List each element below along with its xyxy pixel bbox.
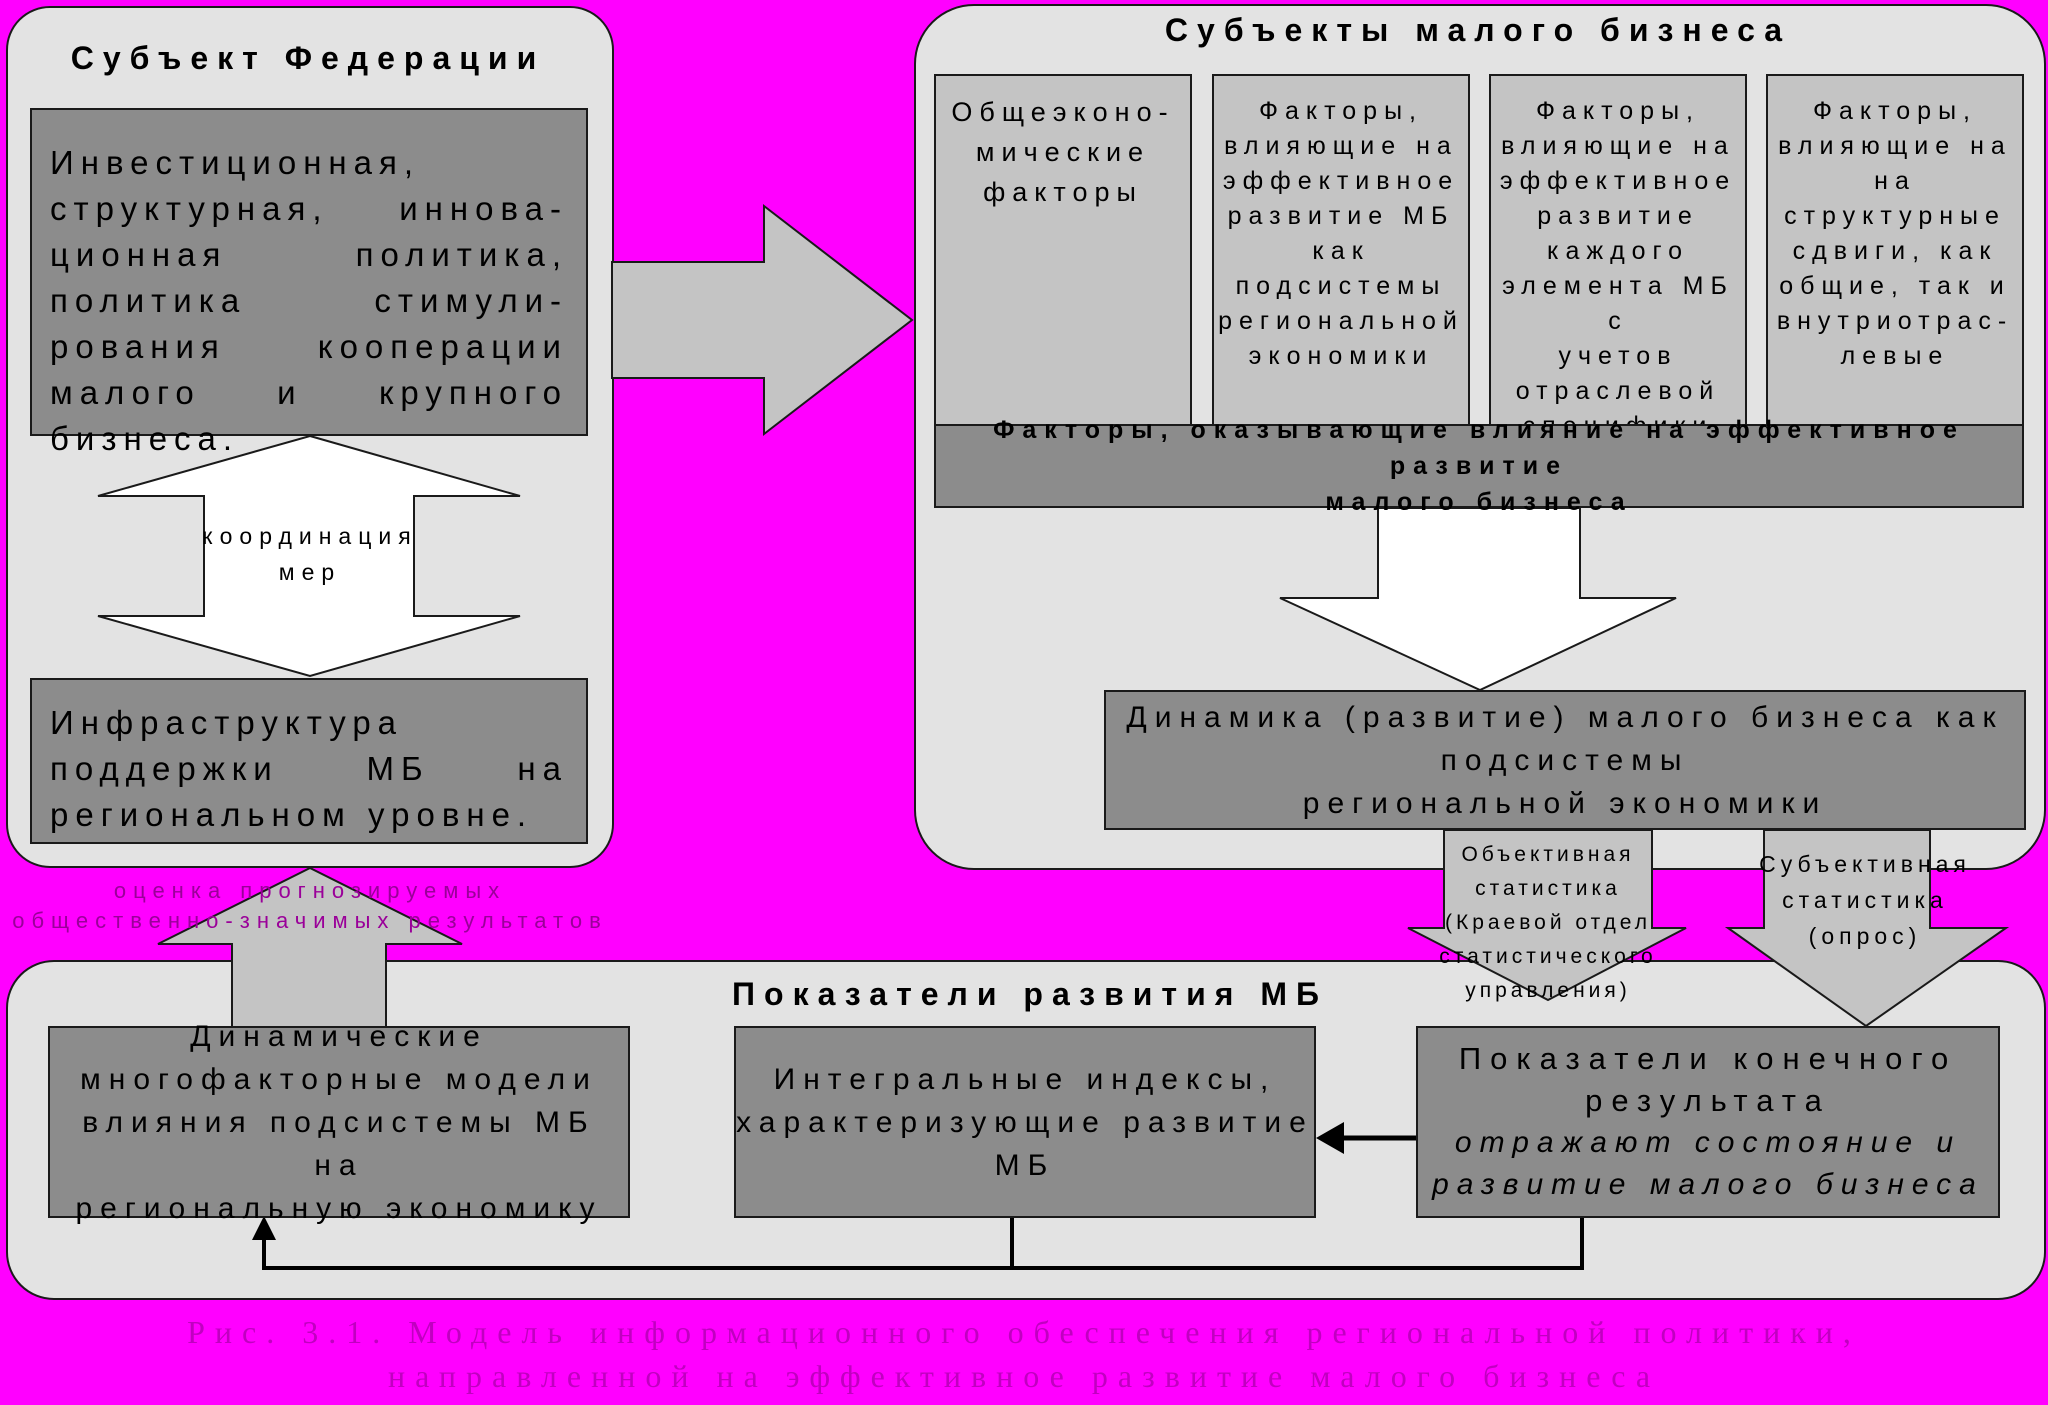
evaluation-label: оценка прогнозируемых общественно-значим… xyxy=(12,878,608,933)
coordination-label: координация мер xyxy=(202,523,418,585)
subjective-stat-label: Субъективная статистика (опрос) xyxy=(1759,851,1971,949)
figure-caption: Рис. 3.1. Модель информационного обеспеч… xyxy=(187,1314,1861,1394)
feedback-arrowhead xyxy=(252,1216,276,1240)
indicators-title: Показатели развития МБ xyxy=(732,976,1328,1012)
factor-general-economic: Общеэконо- мические факторы xyxy=(934,74,1192,426)
indexes-box: Интегральные индексы, характеризующие ра… xyxy=(734,1026,1316,1218)
policy-box: Инвестиционная, структурная, иннова-цион… xyxy=(30,108,588,457)
infrastructure-box: Инфраструктура поддержки МБ на региональ… xyxy=(30,678,588,844)
factors-down-arrow xyxy=(1279,507,1677,692)
models-box: Динамические многофакторные модели влиян… xyxy=(48,1020,630,1225)
factor-structural-shifts: Факторы, влияющие на на структурные сдви… xyxy=(1766,74,2024,426)
final-results-box: Показатели конечного результата отражают… xyxy=(1416,1026,2000,1218)
dynamics-box: Динамика (развитие) малого бизнеса как п… xyxy=(1104,690,2026,830)
final-results-subtitle: отражают состояние и развитие малого биз… xyxy=(1432,1126,1984,1201)
federation-title: Субъект Федерации xyxy=(70,40,546,76)
final-to-indexes-arrowhead xyxy=(1316,1122,1344,1154)
subjective-stat-arrow xyxy=(1724,829,2010,1028)
factor-element-development: Факторы, влияющие на эффективное развити… xyxy=(1489,74,1747,440)
factor-effective-development: Факторы, влияющие на эффективное развити… xyxy=(1212,74,1470,426)
final-results-title: Показатели конечного результата xyxy=(1458,1041,1958,1118)
evaluation-up-arrow xyxy=(157,866,463,1029)
objective-stat-label: Объективная статистика (Краевой отдел ст… xyxy=(1439,843,1657,1002)
feedback-line xyxy=(262,1216,1584,1270)
factors-summary-box: Факторы, оказывающие влияние на эффектив… xyxy=(934,416,2024,516)
small-business-title: Субъекты малого бизнеса xyxy=(1164,12,1792,48)
coordination-arrow xyxy=(97,434,521,678)
right-arrow xyxy=(611,203,914,437)
objective-stat-arrow xyxy=(1407,829,1687,1002)
